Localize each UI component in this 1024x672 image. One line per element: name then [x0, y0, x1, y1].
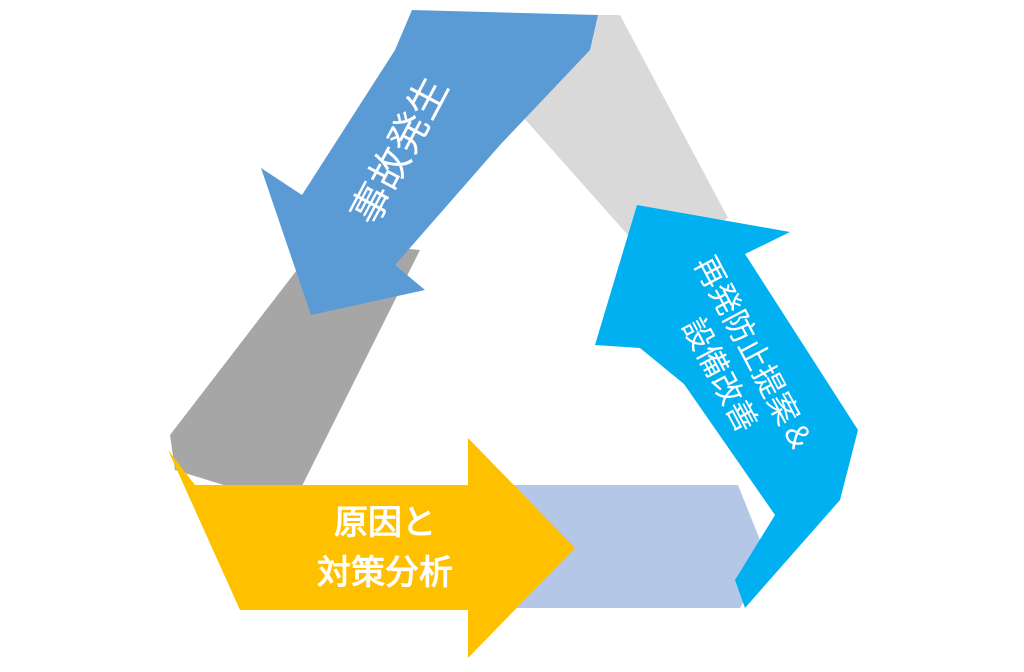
right-band-light-gray	[515, 15, 728, 260]
step-analysis-label-line2: 対策分析	[317, 553, 453, 593]
bottom-band-light-blue	[490, 485, 768, 608]
step-analysis-arrow	[168, 438, 575, 658]
step-accident-arrow	[261, 10, 598, 315]
step-prevention-arrow	[595, 205, 858, 608]
step-analysis-label-line1: 原因と	[334, 503, 436, 543]
